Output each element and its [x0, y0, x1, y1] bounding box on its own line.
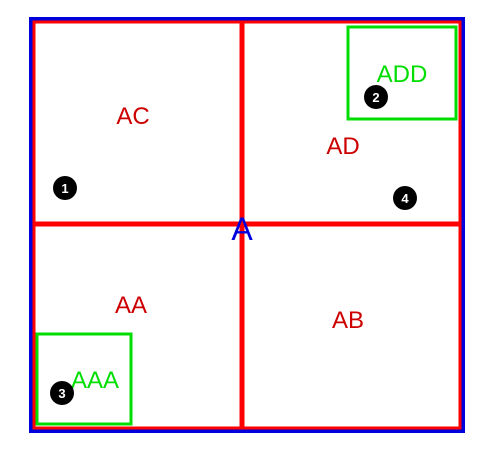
label-ab: AB: [332, 307, 364, 334]
marker-1-label: 1: [61, 181, 68, 196]
label-aaa: AAA: [71, 367, 119, 394]
marker-4-label: 4: [401, 191, 409, 206]
marker-4: 4: [393, 186, 417, 210]
marker-1: 1: [53, 176, 77, 200]
sub-box-aaa: [35, 332, 133, 426]
label-ad: AD: [326, 133, 359, 160]
marker-3-label: 3: [58, 386, 65, 401]
marker-2: 2: [364, 85, 388, 109]
label-aa: AA: [115, 292, 147, 319]
sub-box-add: [346, 25, 458, 121]
label-ac: AC: [116, 103, 149, 130]
marker-3: 3: [50, 381, 74, 405]
label-root-a: A: [231, 211, 253, 247]
label-add: ADD: [377, 61, 428, 88]
outer-border: [29, 17, 465, 433]
marker-2-label: 2: [372, 90, 379, 105]
